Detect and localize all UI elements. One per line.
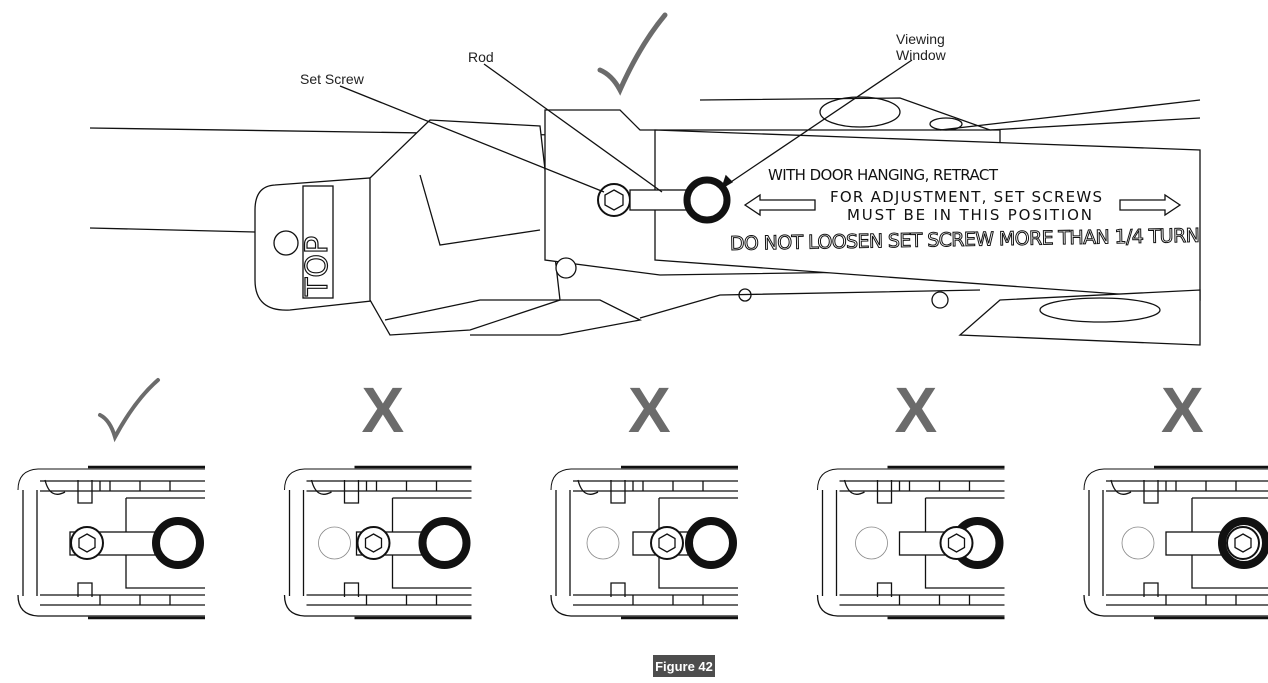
position-panel-3: X <box>550 374 738 620</box>
set-screw-label: Set Screw <box>300 71 365 87</box>
incorrect-x-icon: X <box>628 374 671 446</box>
top-tab-label: TOP <box>300 236 335 297</box>
decal-line-1: WITH DOOR HANGING, RETRACT <box>768 166 999 184</box>
incorrect-x-icon: X <box>895 374 938 446</box>
callout-leaders <box>339 59 913 193</box>
decal-line-2: FOR ADJUSTMENT, SET SCREWS <box>830 188 1102 206</box>
figure-caption: Figure 42 <box>653 655 715 677</box>
incorrect-x-icon: X <box>362 374 405 446</box>
viewing-window-label-2: Window <box>896 47 947 63</box>
decal-line-4: DO NOT LOOSEN SET SCREW MORE THAN 1/4 TU… <box>730 225 1200 255</box>
hinge-drawing <box>89 96 1201 346</box>
decal-line-3: MUST BE IN THIS POSITION <box>847 206 1092 224</box>
correct-check-icon <box>597 12 668 96</box>
position-panel-4: X <box>816 374 1005 620</box>
correct-check-icon <box>98 378 160 443</box>
rod-label: Rod <box>468 49 494 65</box>
position-panel-1 <box>17 378 205 620</box>
viewing-window-label-1: Viewing <box>896 31 945 47</box>
incorrect-x-icon: X <box>1161 374 1204 446</box>
position-panel-5: X <box>1083 374 1268 620</box>
position-panel-2: X <box>283 374 472 620</box>
